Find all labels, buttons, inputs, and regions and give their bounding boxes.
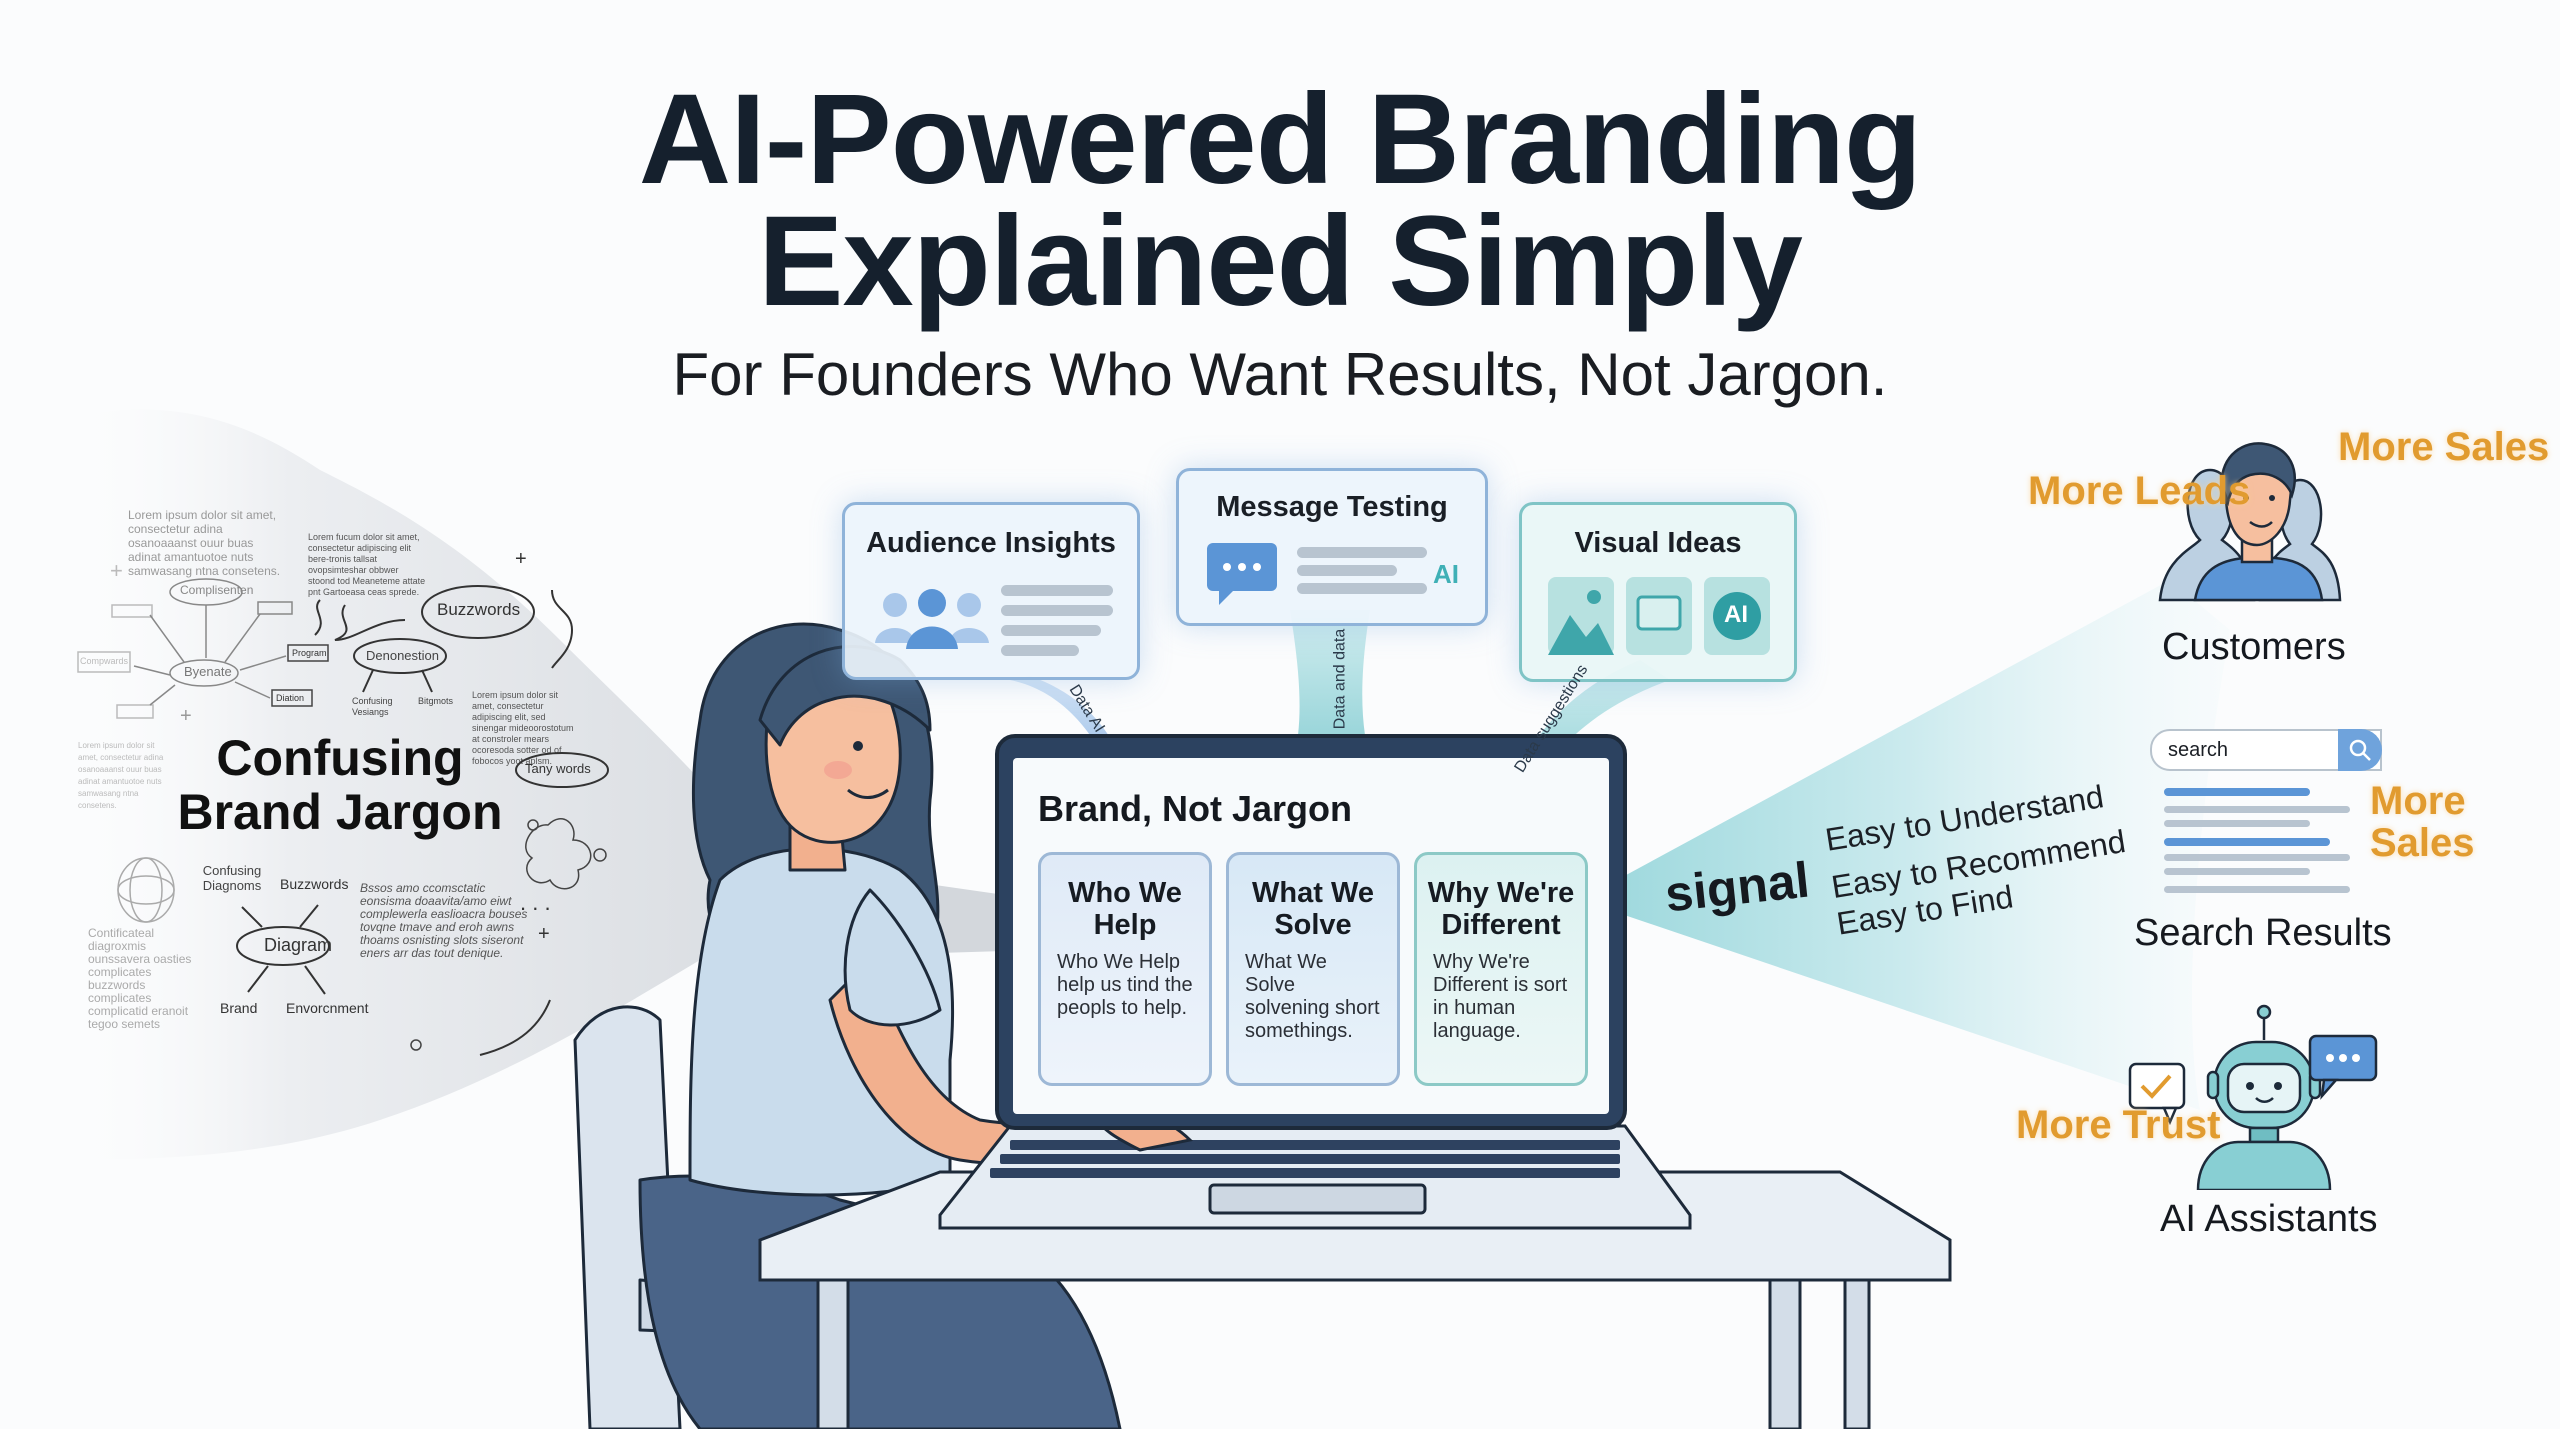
audience-icon	[875, 589, 989, 649]
diagram-node-tany-words: Tany words	[525, 761, 591, 776]
page-subtitle: For Founders Who Want Results, Not Jargo…	[672, 341, 1888, 408]
diagram-node: Byenate	[184, 664, 232, 679]
lorem-block-left: Lorem ipsum dolor sit amet, consectetur …	[78, 741, 164, 810]
ai-badge: AI	[1724, 601, 1748, 628]
search-icon	[2349, 739, 2371, 761]
svg-text:+: +	[538, 923, 550, 945]
diagram-node: Program	[292, 648, 327, 658]
card-title: Why We're Different	[1427, 877, 1575, 941]
outcome-more-leads: More Leads	[2028, 469, 2251, 513]
lorem-block-1: Lorem ipsum dolor sit amet, consectetur …	[128, 508, 281, 578]
diagram-node: Complisenten	[180, 583, 254, 597]
diagram-node: Compwards	[80, 656, 129, 666]
jargon-cloud: Lorem ipsum dolor sit amet, consectetur …	[0, 400, 800, 1180]
ai-badge: AI	[1433, 559, 1459, 589]
outcome-more-sales: More Sales	[2338, 425, 2550, 469]
page-title-line2: Explained Simply	[758, 190, 1803, 333]
outcome-more-sales-search: More Sales	[2370, 779, 2475, 865]
ai-tool-audience-insights[interactable]: Audience Insights	[842, 502, 1140, 680]
ai-tool-visual-ideas[interactable]: Visual Ideas AI	[1519, 502, 1797, 682]
ai-tool-message-testing[interactable]: Message Testing AI	[1176, 468, 1488, 626]
diagram-node: Confusing Vesiangs	[352, 696, 393, 717]
screen-card-why-different[interactable]: Why We're Different Why We're Different …	[1414, 852, 1588, 1086]
jargon-title-line2: Brand Jargon	[177, 784, 503, 840]
svg-text:+: +	[110, 558, 123, 583]
card-body: Who We Help help us tind the peopls to h…	[1057, 951, 1193, 1019]
svg-text:+: +	[180, 705, 192, 727]
audience-customers-label: Customers	[2162, 626, 2346, 668]
mindmap-branch: Envorcnment	[286, 1000, 369, 1016]
page-title-line1: AI-Powered Branding	[638, 68, 1922, 211]
screen-card-who-we-help[interactable]: Who We Help Who We Help help us tind the…	[1038, 852, 1212, 1086]
mindmap-center: Diagram	[264, 935, 333, 955]
chat-bubble-icon	[1207, 543, 1277, 605]
mindmap-branch: Buzzwords	[280, 876, 349, 892]
outcome-more-trust: More Trust	[2016, 1103, 2221, 1147]
card-title: What We Solve	[1252, 877, 1374, 941]
mindmap-branch: Confusing Diagnoms	[202, 863, 262, 893]
audience-ai-assistants-label: AI Assistants	[2160, 1198, 2378, 1240]
diagram-node-buzzwords: Buzzwords	[437, 600, 521, 619]
diagram-node: Bitgmots	[418, 696, 454, 706]
card-title: Who We Help	[1068, 877, 1182, 941]
diagram-node: Denonestion	[366, 648, 439, 663]
robot-assistant-icon	[2128, 1004, 2378, 1190]
visual-ideas-icons	[1548, 577, 1770, 655]
tool-label: Message Testing	[1216, 491, 1448, 523]
diagram-node: Diation	[276, 693, 305, 703]
lorem-block-5: Contificateal diagroxmis ounssavera oast…	[88, 926, 192, 1031]
jargon-title-line1: Confusing	[216, 730, 464, 786]
search-button[interactable]	[2338, 729, 2382, 771]
search-results-list	[2164, 788, 2354, 898]
tool-label: Audience Insights	[866, 527, 1116, 559]
screen-heading: Brand, Not Jargon	[1038, 788, 1353, 829]
mindmap-branch: Brand	[220, 1000, 258, 1016]
customers-icon	[2158, 442, 2342, 602]
lorem-block-3: Lorem ipsum dolor sit amet, consectetur …	[472, 690, 574, 766]
card-body: What We Solve solvening short somethings…	[1245, 951, 1380, 1042]
tool-label: Visual Ideas	[1574, 527, 1742, 559]
lorem-block-2: Lorem fucum dolor sit amet, consectetur …	[308, 532, 426, 597]
card-body: Why We're Different is sort in human lan…	[1433, 951, 1568, 1042]
svg-text:+: +	[515, 548, 527, 570]
screen-card-what-we-solve[interactable]: What We Solve What We Solve solvening sh…	[1226, 852, 1400, 1086]
flow-label: Data and data	[1331, 628, 1349, 730]
lorem-block-4: Bssos amo ccomsctatic eonsisma doaavita/…	[360, 881, 528, 960]
audience-search-results-label: Search Results	[2134, 912, 2392, 954]
jargon-diagram-icon: . . . + + + +	[77, 548, 609, 1056]
search-input-text: search	[2168, 739, 2229, 761]
svg-text:. . .: . . .	[520, 890, 551, 915]
